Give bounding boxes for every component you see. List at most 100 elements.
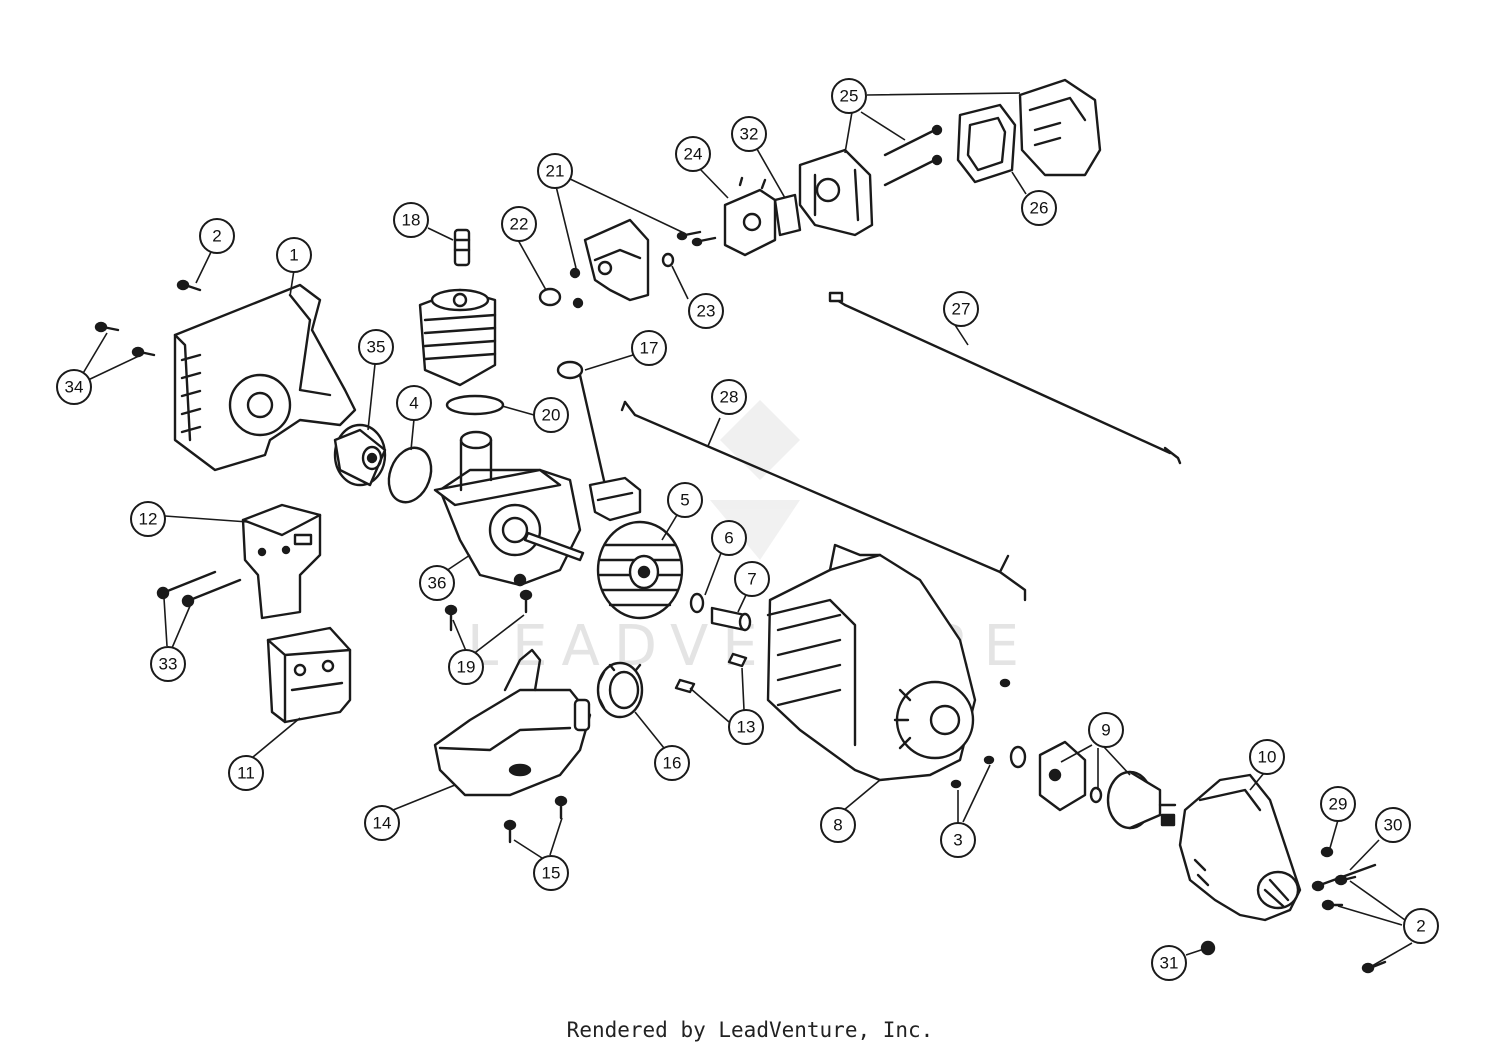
callout-21: 21 (537, 153, 573, 189)
callout-5: 5 (667, 482, 703, 518)
clutch-assembly-part (1009, 740, 1177, 830)
svg-text:12: 12 (139, 510, 158, 529)
svg-text:33: 33 (159, 655, 178, 674)
callout-26: 26 (1021, 190, 1057, 226)
callout-22: 22 (501, 206, 537, 242)
flywheel-part (596, 520, 684, 620)
svg-text:16: 16 (663, 754, 682, 773)
svg-text:2: 2 (1416, 917, 1425, 936)
callout-16: 16 (654, 745, 690, 781)
crankcase-part (433, 430, 585, 587)
svg-text:19: 19 (457, 658, 476, 677)
air-filter-cover-part (1018, 78, 1102, 177)
fuel-tank-part (433, 648, 592, 797)
svg-text:32: 32 (740, 125, 759, 144)
callout-14: 14 (364, 805, 400, 841)
spark-plug-part (453, 228, 471, 267)
svg-text:7: 7 (747, 570, 756, 589)
screws-34-part (94, 321, 156, 358)
svg-text:26: 26 (1030, 199, 1049, 218)
leader-lines (81, 92, 1413, 967)
svg-text:10: 10 (1258, 748, 1277, 767)
callout-35: 35 (358, 329, 394, 365)
callout-18: 18 (393, 202, 429, 238)
cylinder-part (418, 288, 497, 387)
screws-15-part (503, 795, 568, 844)
callout-9: 9 (1088, 712, 1124, 748)
footer-credit: Rendered by LeadVenture, Inc. (566, 1018, 934, 1042)
clutch-housing-part (1178, 773, 1302, 922)
callout-31: 31 (1151, 945, 1187, 981)
svg-text:11: 11 (237, 764, 255, 783)
ignition-coil-part (556, 360, 642, 522)
svg-text:8: 8 (833, 816, 842, 835)
svg-text:21: 21 (546, 162, 565, 181)
svg-text:4: 4 (409, 394, 418, 413)
callout-2: 2 (199, 218, 235, 254)
callout-33: 33 (150, 646, 186, 682)
svg-text:31: 31 (1160, 954, 1179, 973)
callout-28: 28 (711, 379, 747, 415)
svg-text:9: 9 (1101, 721, 1110, 740)
o-ring-23-part (661, 252, 675, 268)
svg-text:28: 28 (720, 388, 739, 407)
svg-text:6: 6 (724, 529, 733, 548)
fan-housing-part (766, 543, 977, 782)
callout-13: 13 (728, 709, 764, 745)
air-filter-base-part (798, 124, 943, 237)
callout-11: 11 (228, 755, 264, 791)
throttle-rod-part (620, 400, 1027, 602)
svg-text:29: 29 (1329, 795, 1348, 814)
callout-34: 34 (56, 369, 92, 405)
bolt-30-part (1311, 863, 1377, 892)
o-ring-4-part (387, 446, 433, 504)
carburetor-part (723, 176, 777, 257)
callout-12: 12 (130, 501, 166, 537)
svg-text:20: 20 (542, 406, 561, 425)
engine-shroud-part (173, 283, 357, 472)
svg-text:34: 34 (65, 378, 84, 397)
throttle-cable-part (828, 291, 1182, 465)
callout-3: 3 (940, 822, 976, 858)
screws-19-part (444, 589, 533, 632)
nut-31-part (1200, 940, 1216, 956)
gasket-22-part (538, 287, 584, 309)
svg-text:25: 25 (840, 87, 859, 106)
cylinder-gasket-part (445, 394, 505, 416)
small-parts-13-part (674, 652, 748, 694)
svg-text:13: 13 (737, 718, 756, 737)
svg-text:22: 22 (510, 215, 529, 234)
washer-6-part (689, 592, 705, 614)
screws-3-part (950, 678, 1011, 789)
svg-text:15: 15 (542, 864, 561, 883)
callout-20: 20 (533, 397, 569, 433)
gasket-32-part (773, 193, 802, 237)
svg-text:5: 5 (680, 491, 689, 510)
svg-text:18: 18 (402, 211, 421, 230)
callout-2: 2 (1403, 908, 1439, 944)
callout-25: 25 (831, 78, 867, 114)
sleeve-7-part (710, 606, 752, 632)
callout-6: 6 (711, 520, 747, 556)
screws-2-right-part (1321, 874, 1387, 974)
svg-text:23: 23 (697, 302, 716, 321)
callout-27: 27 (943, 291, 979, 327)
svg-text:14: 14 (373, 814, 392, 833)
air-filter-part (956, 103, 1017, 184)
screw-part (176, 279, 202, 292)
callout-15: 15 (533, 855, 569, 891)
starter-pulley-part (333, 423, 387, 487)
callout-7: 7 (734, 561, 770, 597)
intake-adapter-part (569, 218, 717, 302)
callout-30: 30 (1375, 807, 1411, 843)
clutch-drum-16-part (596, 661, 644, 719)
svg-text:1: 1 (289, 246, 298, 265)
callout-24: 24 (675, 136, 711, 172)
svg-text:30: 30 (1384, 816, 1403, 835)
svg-text:2: 2 (212, 227, 221, 246)
callout-36: 36 (419, 565, 455, 601)
callout-32: 32 (731, 116, 767, 152)
callout-29: 29 (1320, 786, 1356, 822)
heat-shield-part (241, 503, 322, 620)
